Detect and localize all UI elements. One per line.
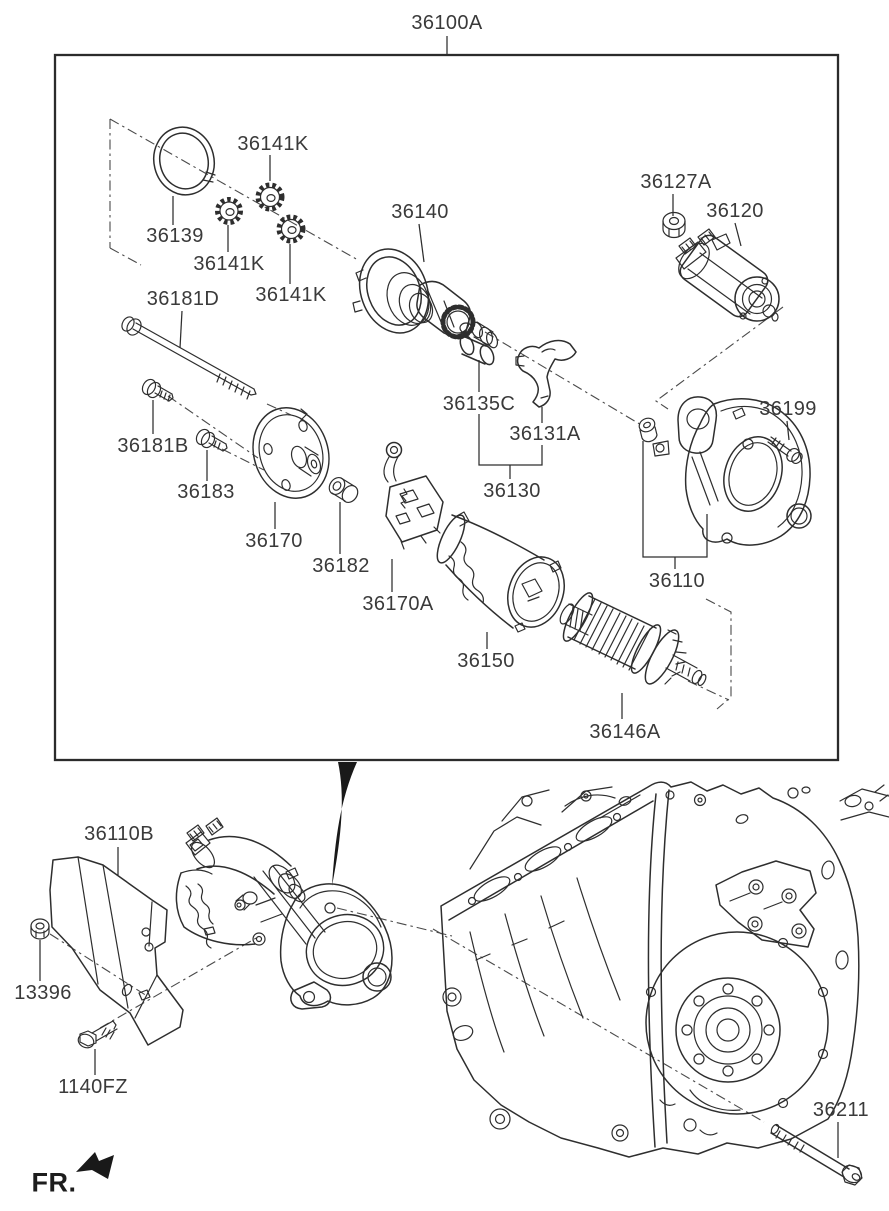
callout-36141k-c: 36141K [255,284,327,306]
callout-36141k-b: 36141K [193,253,265,275]
callout-36146a: 36146A [589,721,661,743]
callout-36141k-a: 36141K [237,133,309,155]
callout-36170a: 36170A [362,593,434,615]
callout-36170: 36170 [245,530,303,552]
construction-lines [49,118,784,1123]
leader-lines [39,36,839,1158]
callout-36120: 36120 [706,200,764,222]
part-13396-nut [30,918,50,940]
part-36141k-gear-3 [276,214,306,244]
part-36150-yoke [436,511,565,633]
part-36110-bushing [638,417,658,443]
fr-label: FR. [31,1167,77,1198]
part-36181b-screw [141,378,174,402]
starter-assembly [175,817,393,1010]
part-36146a-armature [559,592,707,687]
callout-36110b: 36110B [84,823,154,845]
callout-36135c: 36135C [442,393,516,415]
part-36131a-lever [515,339,577,408]
callout-13396: 13396 [14,982,72,1004]
callout-36183: 36183 [177,481,235,503]
callout-36182: 36182 [312,555,370,577]
part-36211-bolt [770,1123,863,1186]
fr-direction-arrow-icon [76,1152,114,1179]
part-36110b-heat-shield [49,856,184,1046]
part-36139-snap-ring [153,126,216,196]
callout-36100a: 36100A [411,12,483,34]
part-36127a-nut [662,211,686,239]
part-36182-bushing [328,477,359,503]
part-36170a-brush-holder [383,441,444,550]
part-36181d-through-bolt [121,316,257,400]
part-36141k-gear-2 [215,197,243,225]
callout-36110: 36110 [648,570,706,592]
callout-36181b: 36181B [117,435,189,457]
part-36135c-pin [459,334,495,366]
callout-36130: 36130 [483,480,541,502]
callout-36131a: 36131A [509,423,581,445]
part-1140fz-bolt [77,1020,118,1049]
part-36170-rear-bracket [252,407,330,499]
callout-1140fz: 1140FZ [58,1076,128,1098]
part-36110-front-bracket [652,396,812,546]
callout-36127a: 36127A [640,171,712,193]
assembly-arrow-icon [332,762,357,886]
part-36140-overrun-clutch [352,248,499,349]
callout-36211: 36211 [812,1099,870,1121]
callout-36140: 36140 [391,201,449,223]
part-36120-solenoid [675,228,780,322]
callout-36181d: 36181D [146,288,220,310]
callout-36139: 36139 [146,225,204,247]
callout-36199: 36199 [759,398,817,420]
part-36183-screw [195,428,228,452]
part-36141k-gear-1 [255,182,285,212]
callout-36150: 36150 [457,650,515,672]
